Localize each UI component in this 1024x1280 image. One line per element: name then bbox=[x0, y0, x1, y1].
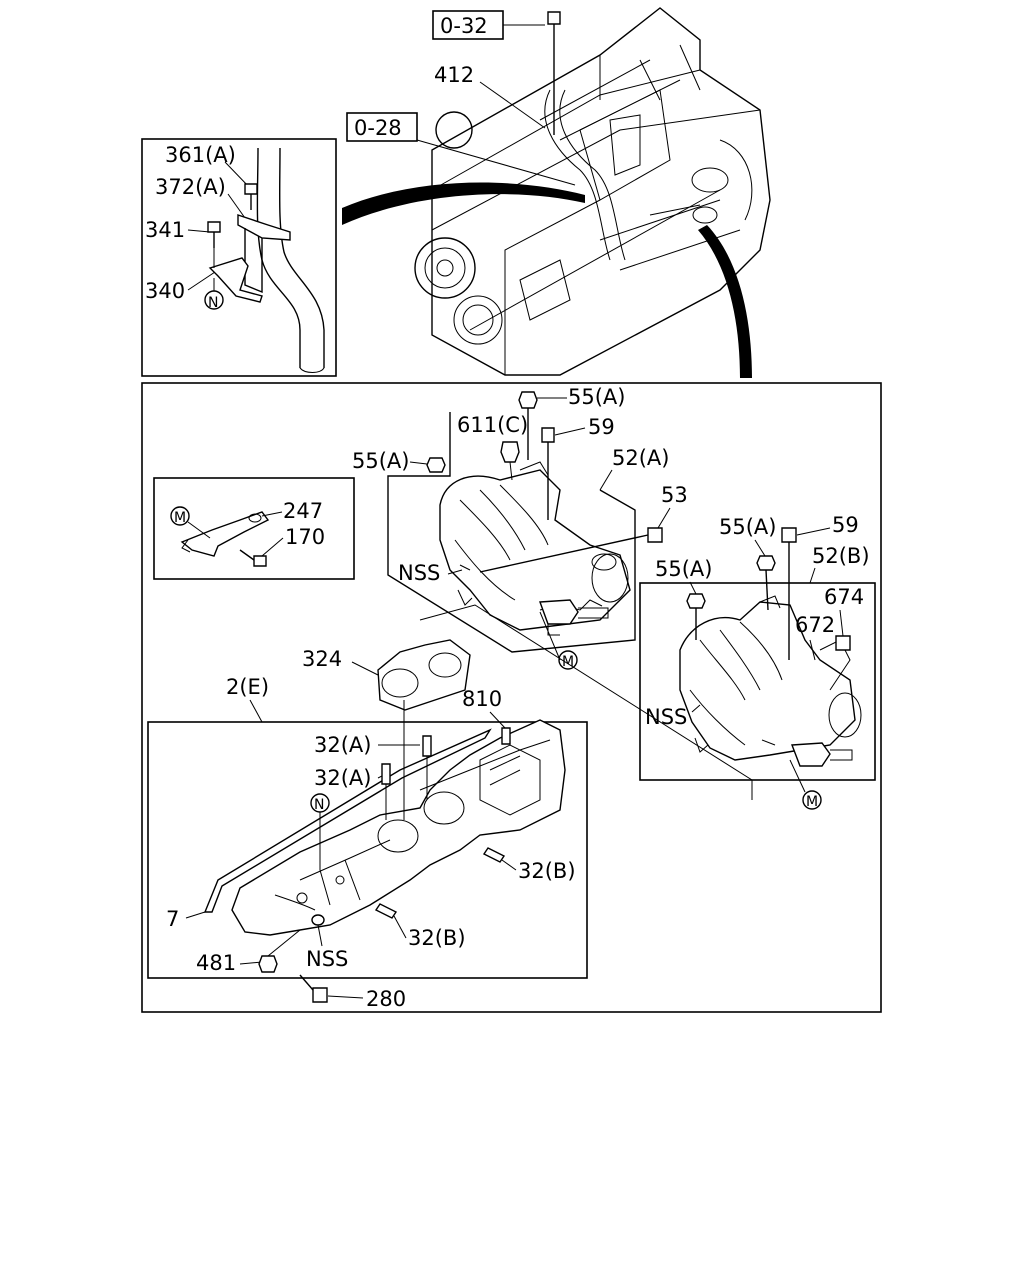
callout-32b-2: 32(B) bbox=[408, 926, 466, 950]
callout-55a-top: 55(A) bbox=[568, 385, 625, 409]
pointer-arrow-left bbox=[342, 182, 585, 225]
callout-0-28: 0-28 bbox=[354, 116, 402, 140]
callout-32b-1: 32(B) bbox=[518, 859, 576, 883]
lower-manifold-frame bbox=[147, 721, 588, 979]
callout-672: 672 bbox=[795, 613, 835, 637]
callout-361a: 361(A) bbox=[165, 143, 236, 167]
plug-611c-icon bbox=[500, 441, 520, 463]
callout-481: 481 bbox=[196, 951, 236, 975]
stud-32b-1-icon bbox=[482, 847, 506, 863]
engine-block-illustration bbox=[414, 7, 771, 376]
alignment-line bbox=[419, 604, 753, 800]
bracket-inset-frame bbox=[141, 138, 337, 377]
callout-611c: 611(C) bbox=[457, 413, 528, 437]
bracket-247-icon bbox=[180, 511, 270, 557]
callout-324: 324 bbox=[302, 647, 342, 671]
bolt-361a-icon bbox=[244, 183, 258, 210]
callout-nss-lower: NSS bbox=[306, 947, 348, 971]
callout-372a: 372(A) bbox=[155, 175, 226, 199]
marker-n-inset-label: N bbox=[208, 295, 218, 311]
bolt-53-icon bbox=[479, 527, 663, 573]
marker-m-mid-label: M bbox=[562, 654, 574, 670]
gasket-324-icon bbox=[377, 639, 471, 711]
callout-32a-2: 32(A) bbox=[314, 766, 371, 790]
sensor-fitting-mid-icon bbox=[539, 599, 609, 636]
marker-m-inset bbox=[170, 506, 190, 526]
stud-32a-2-icon bbox=[381, 763, 391, 820]
washer-nss-lower-icon bbox=[311, 914, 325, 926]
manifold-52b-illustration bbox=[679, 595, 862, 761]
callout-53: 53 bbox=[661, 483, 688, 507]
bolt-280-icon bbox=[299, 974, 328, 1003]
callout-55a-left: 55(A) bbox=[352, 449, 409, 473]
callout-2e: 2(E) bbox=[226, 675, 269, 699]
bolt-59-top-icon bbox=[541, 427, 555, 520]
callout-0-32: 0-32 bbox=[440, 14, 488, 38]
callout-341: 341 bbox=[145, 218, 185, 242]
clip-340-icon bbox=[208, 257, 263, 303]
callout-280: 280 bbox=[366, 987, 406, 1011]
callout-59-right: 59 bbox=[832, 513, 859, 537]
callout-55a-right: 55(A) bbox=[719, 515, 776, 539]
lower-manifold-illustration bbox=[231, 719, 566, 936]
callout-674: 674 bbox=[824, 585, 864, 609]
nut-55a-right-icon bbox=[756, 555, 776, 611]
bracket-372a-icon bbox=[237, 214, 291, 294]
callout-247: 247 bbox=[283, 499, 323, 523]
bolt-674-icon bbox=[835, 635, 851, 651]
callout-412: 412 bbox=[434, 63, 474, 87]
callout-nss-upper: NSS bbox=[398, 561, 440, 585]
hose-illustration bbox=[256, 147, 325, 373]
stud-810-icon bbox=[501, 727, 511, 745]
marker-m-mid bbox=[558, 650, 578, 670]
bolt-icon bbox=[547, 11, 561, 135]
callout-7: 7 bbox=[166, 907, 179, 931]
gasket-7-icon bbox=[203, 728, 492, 913]
reference-box-0-28 bbox=[346, 112, 418, 142]
bolt-341-icon bbox=[207, 221, 221, 248]
callout-810: 810 bbox=[462, 687, 502, 711]
marker-m-right bbox=[802, 790, 822, 810]
bracket-m-inset-frame bbox=[153, 477, 355, 580]
manifold-52b-inset-frame bbox=[639, 582, 876, 781]
stud-32a-1-icon bbox=[422, 735, 432, 800]
callout-55a-right2: 55(A) bbox=[655, 557, 712, 581]
nut-55a-right2-icon bbox=[686, 593, 706, 640]
marker-m-right-label: M bbox=[806, 794, 818, 810]
callout-340: 340 bbox=[145, 279, 185, 303]
callout-59-top: 59 bbox=[588, 415, 615, 439]
callout-52b: 52(B) bbox=[812, 544, 870, 568]
stud-32b-2-icon bbox=[374, 903, 398, 919]
sensor-fitting-right-icon bbox=[761, 739, 853, 767]
nut-481-icon bbox=[258, 955, 278, 973]
nut-55a-left-icon bbox=[426, 457, 446, 473]
bolt-170-icon bbox=[239, 549, 267, 567]
manifold-assembly-frame bbox=[141, 382, 882, 1013]
bolt-59-right-icon bbox=[781, 527, 797, 660]
marker-n-lower-label: N bbox=[314, 797, 324, 813]
callout-170: 170 bbox=[285, 525, 325, 549]
nut-55a-top-icon bbox=[518, 391, 538, 460]
callout-52a: 52(A) bbox=[612, 446, 669, 470]
pointer-arrow-right bbox=[698, 225, 752, 378]
callout-32a-1: 32(A) bbox=[314, 733, 371, 757]
marker-m-inset-label: M bbox=[174, 510, 186, 526]
